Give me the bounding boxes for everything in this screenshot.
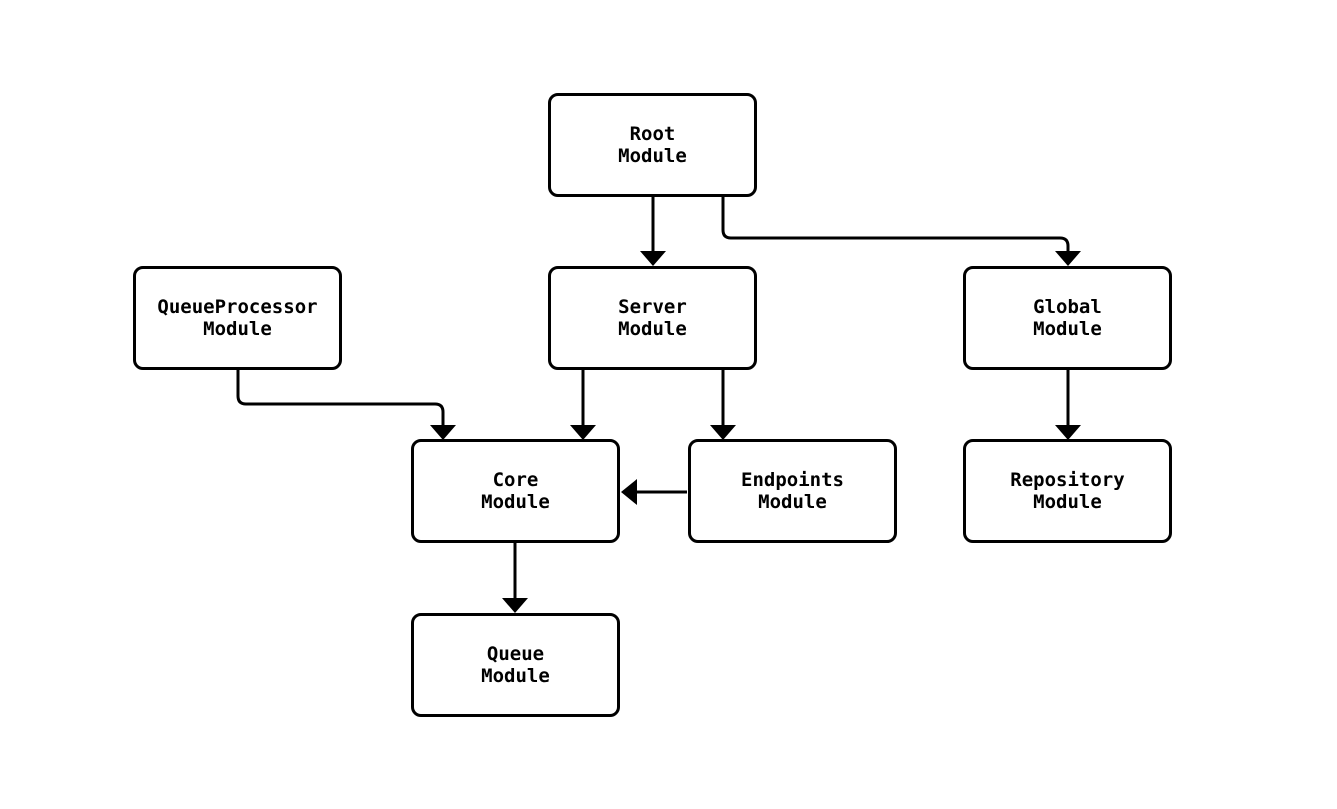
edge-core-to-queue	[502, 542, 528, 613]
edge-root-to-global	[721, 197, 1081, 266]
node-global-module: Global Module	[963, 266, 1172, 370]
edge-endpoints-to-core-arrowhead	[621, 479, 637, 505]
node-server-module: Server Module	[548, 266, 757, 370]
node-root-module: Root Module	[548, 93, 757, 197]
node-repository-module: Repository Module	[963, 439, 1172, 543]
node-core-module: Core Module	[411, 439, 620, 543]
edge-endpoints-to-core	[621, 479, 687, 505]
node-queue-module: Queue Module	[411, 613, 620, 717]
edge-server-to-core-arrowhead	[570, 425, 596, 440]
edge-global-to-repository	[1055, 369, 1081, 440]
edge-server-to-core	[570, 369, 596, 440]
edge-global-to-repository-arrowhead	[1055, 425, 1081, 440]
edge-core-to-queue-arrowhead	[502, 598, 528, 613]
node-queueprocessor-module: QueueProcessor Module	[133, 266, 342, 370]
edge-server-to-endpoints-arrowhead	[710, 425, 736, 440]
edge-queueprocessor-to-core	[236, 369, 456, 440]
edge-queueprocessor-to-core-arrowhead	[430, 425, 456, 440]
edge-root-to-server	[640, 197, 666, 266]
edge-server-to-endpoints	[710, 369, 736, 440]
node-endpoints-module: Endpoints Module	[688, 439, 897, 543]
edge-root-to-server-arrowhead	[640, 251, 666, 266]
edge-root-to-global-arrowhead	[1055, 251, 1081, 266]
